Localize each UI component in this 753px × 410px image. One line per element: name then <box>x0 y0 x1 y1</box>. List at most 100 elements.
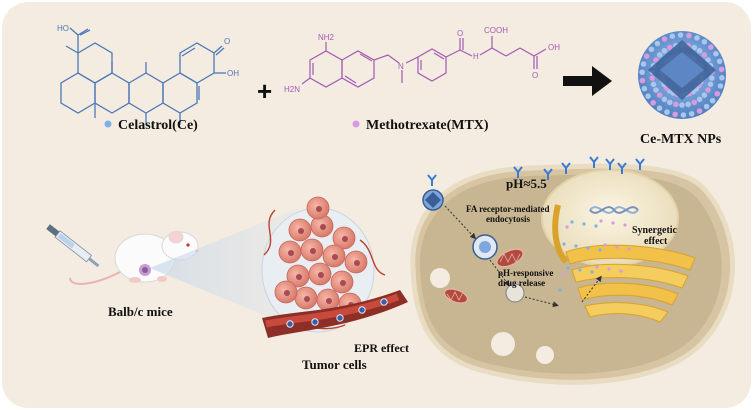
mtx-structure <box>301 36 547 88</box>
nanoparticle-surface-dot <box>650 100 656 106</box>
fa-receptor-icon <box>589 156 599 168</box>
celastrol-oh-label: OH <box>227 69 239 78</box>
drug-molecule-dot <box>619 269 623 273</box>
drug-molecule-dot <box>562 242 566 246</box>
celastrol-label: Celastrol(Ce) <box>118 118 198 133</box>
nanoparticle-surface-dot <box>688 111 695 117</box>
mouse-illustration <box>46 224 199 285</box>
tumor-cell-nucleus <box>304 296 310 302</box>
nanoparticle-surface-dot <box>661 96 668 103</box>
nanoparticle-surface-dot <box>719 75 725 81</box>
nanoparticle-surface-dot <box>648 46 655 53</box>
nanoparticle-surface-dot <box>650 81 657 88</box>
drug-molecule-dot <box>615 245 619 249</box>
nanoparticle-surface-dot <box>656 105 663 111</box>
nanoparticle-surface-dot <box>694 35 700 41</box>
fa-receptor-icon <box>635 158 645 170</box>
nanoparticle-surface-dot <box>707 81 714 88</box>
nanoparticle-surface-dot <box>717 83 724 89</box>
nanoparticle-surface-dot <box>709 97 716 104</box>
nanoparticle-surface-dot <box>669 33 676 39</box>
mtx-nh2-label: NH2 <box>318 33 335 42</box>
nanoparticle-surface-dot <box>656 52 663 58</box>
nanoparticle-surface-dot <box>714 91 721 97</box>
nanoparticle-surface-dot <box>661 36 668 42</box>
tumor-cell-nucleus <box>340 280 346 286</box>
vessel-nanoparticle <box>380 298 388 306</box>
tumor-label: Tumor cells <box>302 357 367 372</box>
reaction-arrow <box>563 66 612 96</box>
plus-sign: + <box>257 76 272 106</box>
nanoparticle-surface-dot <box>701 92 708 98</box>
vessel-nanoparticle <box>286 320 294 328</box>
tumor-cell-nucleus <box>316 206 322 212</box>
fa-receptor-icon <box>605 158 615 170</box>
tumor-cell-nucleus <box>298 228 304 234</box>
nanoparticle-surface-dot <box>672 111 678 118</box>
ph-label: pH≈5.5 <box>506 176 547 191</box>
nanoparticle-surface-dot <box>653 87 659 93</box>
nanoparticle-surface-dot <box>685 101 691 108</box>
mtx-oh-label: OH <box>548 43 560 52</box>
vessel-nanoparticle <box>311 318 319 326</box>
synergetic-label-line2: effect <box>644 236 668 247</box>
drug-molecule-dot <box>590 270 594 274</box>
release-label-line2: drug release <box>498 278 545 288</box>
drug-molecule-dot <box>558 288 562 292</box>
nanoparticle-surface-dot <box>640 61 647 67</box>
nanoparticle-surface-dot <box>653 57 659 63</box>
nanoparticle-surface-dot <box>705 57 711 63</box>
cell-illustration <box>410 156 735 385</box>
tumor-cell-nucleus <box>284 290 290 296</box>
nanoparticle-surface-dot <box>649 75 655 81</box>
nanoparticle-surface-dot <box>691 99 697 106</box>
drug-molecule-dot <box>574 244 578 248</box>
nanoparticle-surface-dot <box>701 39 708 45</box>
release-label-line1: pH-responsive <box>498 268 553 278</box>
nanoparticle-surface-dot <box>641 85 648 92</box>
drug-molecule-dot <box>570 220 574 224</box>
nanoparticle-surface-dot <box>673 101 679 108</box>
celastrol-structure <box>60 27 226 125</box>
drug-molecule-dot <box>598 248 602 252</box>
fa-receptor-icon <box>617 162 627 174</box>
tumor-illustration <box>261 196 408 338</box>
nanoparticle-surface-dot <box>709 75 715 81</box>
tumor-cell-nucleus <box>318 272 324 278</box>
nanoparticle-surface-dot <box>680 112 687 118</box>
nanoparticle-icon <box>638 31 726 119</box>
fa-receptor-icon <box>561 162 571 174</box>
nanoparticle-surface-dot <box>713 51 719 57</box>
nanoparticle-surface-dot <box>686 32 692 39</box>
tumor-cell-nucleus <box>288 250 294 256</box>
tumor-cell-nucleus <box>342 236 348 242</box>
nanoparticle-surface-dot <box>696 108 703 114</box>
fa-receptor-icon <box>513 166 523 178</box>
nanoparticle-surface-dot <box>656 92 663 98</box>
nanoparticle-surface-dot <box>691 44 697 51</box>
nps-label: Ce-MTX NPs <box>640 132 722 147</box>
nanoparticle-surface-dot <box>667 44 673 51</box>
drug-molecule-dot <box>582 222 586 226</box>
fa-receptor-icon <box>427 174 437 186</box>
celastrol-ho-label: HO <box>57 24 69 33</box>
drug-molecule-dot <box>565 225 569 229</box>
nanoparticle-surface-dot <box>679 102 685 108</box>
drug-molecule-dot <box>623 223 627 227</box>
nanoparticle-surface-dot <box>667 99 673 106</box>
nanoparticle-surface-dot <box>703 103 710 110</box>
vessel-nanoparticle <box>358 306 366 314</box>
drug-molecule-dot <box>599 219 603 223</box>
vessel-nanoparticle <box>336 314 344 322</box>
nanoparticle-surface-dot <box>705 87 711 93</box>
nanoparticle-surface-dot <box>677 32 684 38</box>
endocytosis-label-line1: FA receptor-mediated <box>466 204 550 214</box>
nanoparticle-surface-dot <box>701 52 708 58</box>
drug-molecule-dot <box>578 268 582 272</box>
nanoparticle-surface-dot <box>661 47 668 54</box>
nanoparticle-surface-dot <box>643 53 650 59</box>
mtx-n-label: N <box>398 62 404 71</box>
nanoparticle-surface-dot <box>664 109 670 115</box>
tumor-cell-nucleus <box>326 298 332 304</box>
